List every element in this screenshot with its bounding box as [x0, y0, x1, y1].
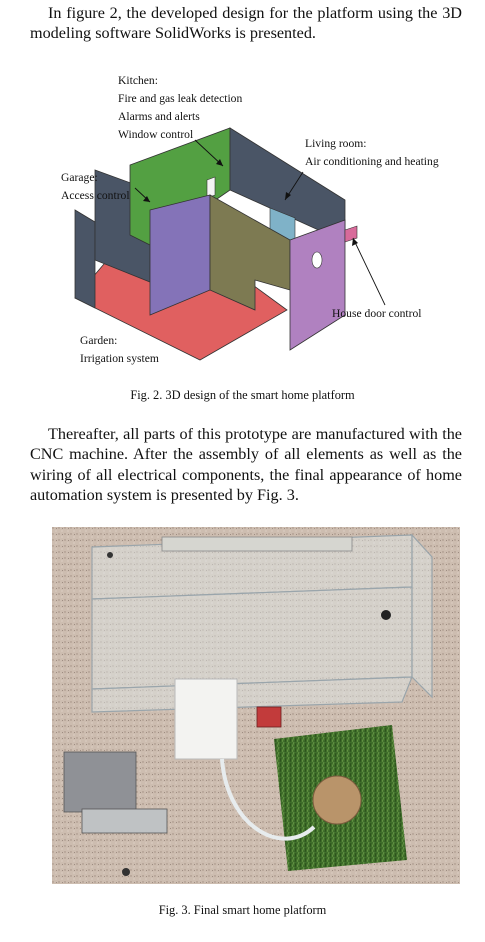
sensor-top-left — [107, 552, 113, 558]
acrylic-right-wall — [411, 533, 433, 699]
label-living-line1: Air conditioning and heating — [305, 155, 439, 168]
label-garden-line1: Irrigation system — [80, 352, 159, 365]
label-door: House door control — [332, 307, 422, 320]
label-garage-line1: Access control — [61, 189, 130, 202]
arrow-door — [352, 237, 386, 306]
acrylic-middle-wall — [91, 586, 413, 690]
garden-round-pad — [312, 775, 362, 825]
label-garage-title: Garage: — [61, 171, 98, 184]
sensor-right — [381, 610, 391, 620]
paragraph-intro-text: In figure 2, the developed design for th… — [30, 4, 462, 43]
label-kitchen-line2: Alarms and alerts — [118, 110, 200, 123]
kitchen-window — [206, 176, 216, 199]
figure-final-platform-photo — [52, 527, 460, 884]
electronics-left — [63, 751, 137, 813]
door-hole — [311, 251, 323, 269]
figure3-caption: Fig. 3. Final smart home platform — [158, 903, 327, 917]
label-kitchen-line1: Fire and gas leak detection — [118, 92, 242, 105]
arrowhead-door — [352, 238, 358, 246]
acrylic-front-wall — [91, 676, 413, 713]
arrowhead-living — [285, 192, 291, 200]
wall-living-purple — [289, 219, 346, 351]
controller-box — [174, 678, 238, 760]
cd-drive — [81, 808, 168, 834]
figure-3d-design: Kitchen: Fire and gas leak detection Ala… — [61, 74, 439, 365]
label-garden-title: Garden: — [80, 334, 117, 347]
sensor-bottom — [122, 868, 130, 876]
circuit-board — [256, 706, 282, 728]
label-living-title: Living room: — [305, 137, 367, 150]
control-panel-strip — [161, 536, 353, 552]
arrowhead-garage — [143, 196, 150, 202]
door-pink — [344, 225, 358, 243]
paragraph-assembly-text: Thereafter, all parts of this prototype … — [30, 425, 462, 505]
label-kitchen-line3: Window control — [118, 128, 193, 141]
wall-back-left — [74, 209, 96, 309]
irrigation-tube — [220, 758, 316, 841]
label-kitchen-title: Kitchen: — [118, 74, 158, 87]
figure2-caption: Fig. 2. 3D design of the smart home plat… — [130, 388, 355, 402]
paragraph-assembly: Thereafter, all parts of this prototype … — [30, 424, 462, 506]
arrowhead-kitchen — [216, 159, 223, 166]
paragraph-intro: In figure 2, the developed design for th… — [30, 3, 462, 44]
